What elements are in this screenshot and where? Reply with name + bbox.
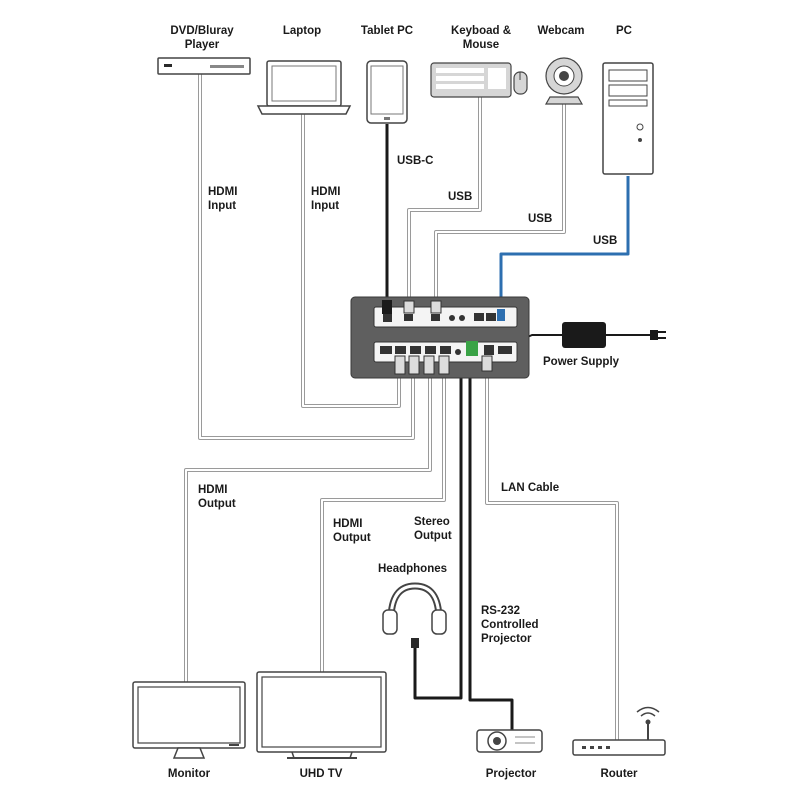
headphones-icon xyxy=(382,582,447,648)
projector-icon xyxy=(476,729,543,753)
keyboard-mouse-icon xyxy=(430,62,528,98)
label-pc: PC xyxy=(616,25,632,37)
uhd-tv-icon xyxy=(256,671,387,759)
laptop-icon xyxy=(256,60,352,115)
monitor-icon xyxy=(132,681,246,759)
switcher-unit xyxy=(350,296,530,379)
dvd-player-icon xyxy=(157,57,251,75)
label-keyboard: Keyboad &Mouse xyxy=(451,25,511,51)
cable-hdmi-input-dvd xyxy=(198,74,415,440)
cable-usb-keyboard xyxy=(407,96,482,312)
tablet-icon xyxy=(366,60,408,124)
cable-hdmi-output-monitor xyxy=(184,375,432,682)
pc-tower-icon xyxy=(602,62,654,175)
cables xyxy=(184,74,650,740)
label-tablet: Tablet PC xyxy=(361,25,413,37)
label-usbc: USB-C xyxy=(397,155,433,167)
label-headphones: Headphones xyxy=(378,563,447,575)
label-usb-webcam: USB xyxy=(528,213,552,225)
label-monitor: Monitor xyxy=(168,768,211,780)
label-webcam: Webcam xyxy=(537,25,584,37)
label-router: Router xyxy=(600,768,638,780)
label-projector: Projector xyxy=(486,768,537,780)
label-uhd-tv: UHD TV xyxy=(300,768,343,780)
cable-rs232 xyxy=(468,370,514,730)
label-laptop: Laptop xyxy=(283,25,321,37)
cable-lan xyxy=(485,370,619,740)
power-supply xyxy=(562,322,666,348)
router-icon xyxy=(572,706,666,756)
label-usb-pc: USB xyxy=(593,235,617,247)
label-power-supply: Power Supply xyxy=(543,356,620,368)
label-lan-cable: LAN Cable xyxy=(501,482,559,494)
webcam-icon xyxy=(544,57,584,105)
cable-stereo-output xyxy=(413,370,463,700)
cable-usb-pc xyxy=(499,176,630,307)
label-usb-keyboard: USB xyxy=(448,191,472,203)
